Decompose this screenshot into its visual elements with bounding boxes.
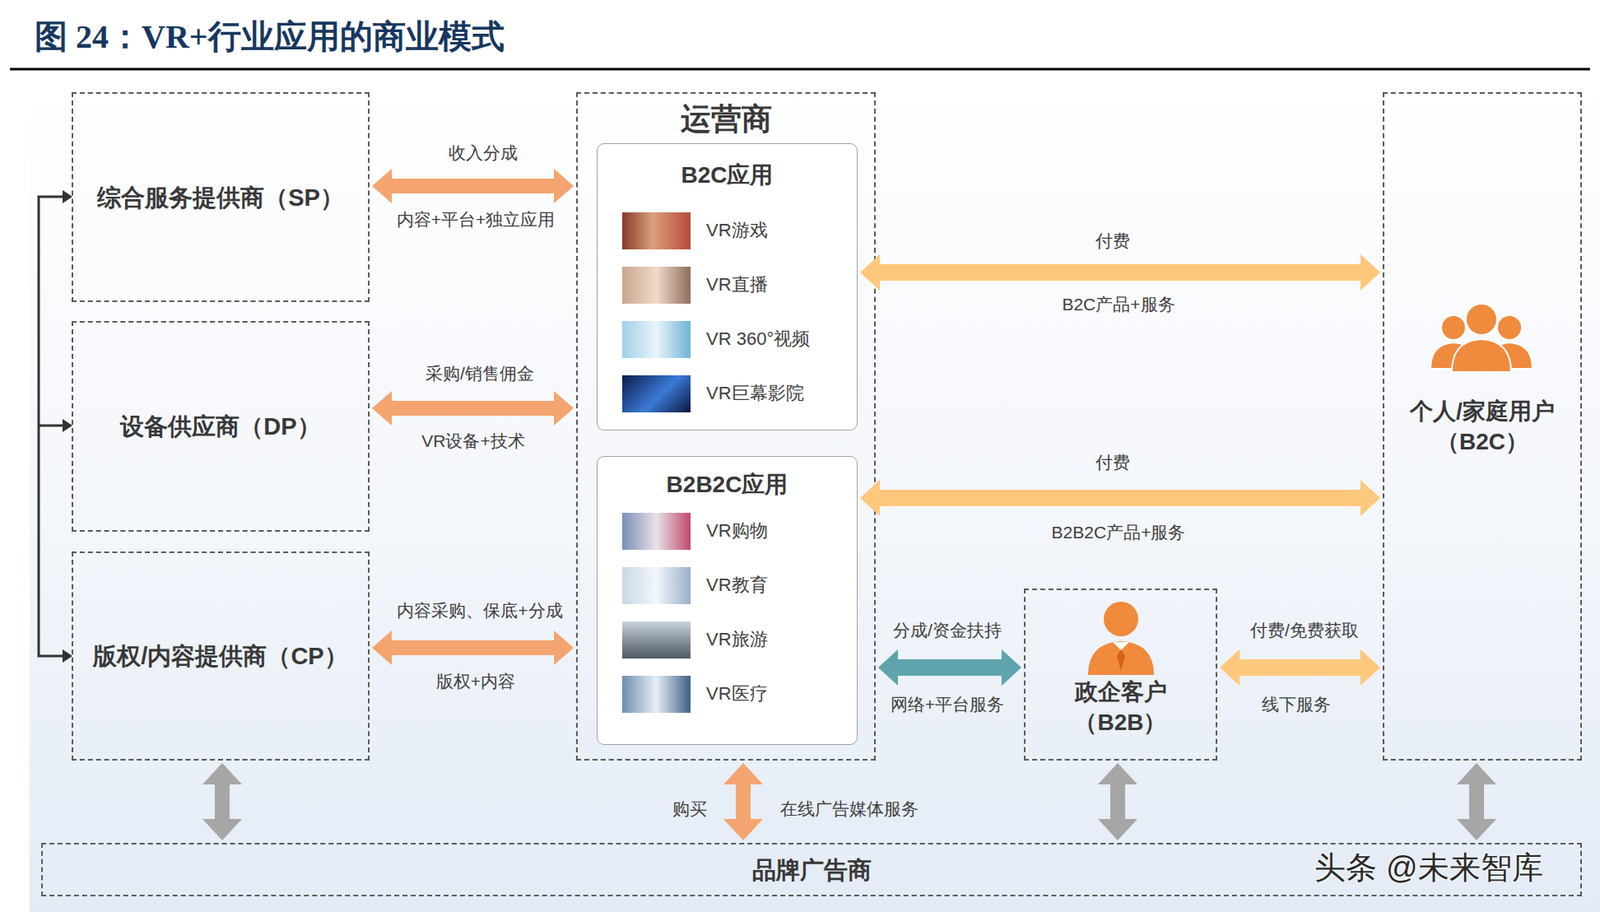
item-row: VR教育 [597,558,857,613]
connector-label: 收入分成 [448,141,518,165]
thumbnail-image [622,212,691,250]
left-bracket [38,190,73,663]
flow-label: 线下服务 [1261,693,1331,717]
item-label: VR购物 [706,518,768,544]
thumbnail-image [622,320,691,359]
thumbnail-image [622,375,691,413]
item-row: VR 360°视频 [597,311,857,367]
box-heading: B2C应用 [597,144,857,192]
node-label: 个人/家庭用户 （B2C） [1400,395,1565,457]
connector-label: 采购/销售佣金 [425,362,535,386]
participant-box: 综合服务提供商（SP） [71,92,370,303]
figure-title: 图 24：VR+行业应用的商业模式 [34,16,505,58]
node-label: 设备供应商（DP） [120,410,321,442]
double-arrow [860,254,1381,291]
double-arrow [878,649,1022,686]
item-label: VR旅游 [706,627,768,652]
connector-label: 付费 [1095,451,1131,475]
box-heading: B2B2C应用 [597,456,857,502]
item-label: VR教育 [706,572,768,598]
connector-label: 分成/资金扶持 [893,618,1002,642]
group-heading: 运营商 [680,100,773,139]
item-row: VR旅游 [597,612,857,667]
connector-label: 购买 [672,797,707,821]
flow-label: 在线广告媒体服务 [780,797,919,821]
people-icon [1430,303,1533,373]
double-arrow [723,762,763,841]
flow-label: B2B2C产品+服务 [1051,520,1187,545]
double-arrow [1097,762,1138,841]
thumbnail-image [622,567,691,605]
connector-label: 付费/免费获取 [1250,618,1359,642]
flow-label: B2C产品+服务 [1061,293,1175,317]
double-arrow [1456,762,1497,841]
double-arrow [372,630,574,666]
double-arrow [860,479,1381,517]
background-panel [29,74,1600,912]
node-label: 版权/内容提供商（CP） [93,640,348,672]
flow-label: VR设备+技术 [421,429,525,453]
flow-label: 内容+平台+独立应用 [396,208,556,232]
item-row: VR购物 [597,503,857,559]
item-row: VR巨幕影院 [597,366,857,421]
participant-box: 政企客户 （B2B） [1023,588,1218,761]
node-label: 综合服务提供商（SP） [97,181,345,214]
application-box: B2C应用 VR游戏 VR直播 VR 360°视频 VR巨幕影院 [596,143,858,431]
item-label: VR巨幕影院 [706,381,805,406]
participant-box: 品牌广告商 [41,842,1582,897]
thumbnail-image [622,266,691,304]
flow-label: 版权+内容 [436,669,516,694]
thumbnail-image [622,621,691,659]
item-row: VR直播 [597,257,857,312]
participant-box: 个人/家庭用户 （B2C） [1382,92,1582,761]
watermark: 头条 @未来智库 [1314,846,1543,889]
participant-box: 版权/内容提供商（CP） [71,551,370,761]
item-label: VR直播 [706,272,768,298]
connector-label: 付费 [1095,229,1131,253]
person-icon [1088,601,1154,675]
participant-box: 运营商 B2C应用 VR游戏 VR直播 VR 360°视频 VR巨幕影院 B2B2C应用 VR… [576,92,876,761]
title-rule [9,68,1591,71]
item-row: VR游戏 [597,203,857,258]
connector-label: 内容采购、保底+分成 [396,599,563,623]
item-label: VR医疗 [706,681,768,707]
double-arrow [1219,649,1381,686]
double-arrow [202,762,242,841]
double-arrow [372,168,574,204]
thumbnail-image [622,512,691,550]
node-label: 品牌广告商 [752,854,872,886]
flow-label: 网络+平台服务 [890,693,1005,717]
item-label: VR 360°视频 [706,326,810,352]
title-area: 图 24：VR+行业应用的商业模式 [34,16,505,58]
double-arrow [372,390,574,426]
node-label: 政企客户 （B2B） [1055,676,1187,738]
application-box: B2B2C应用 VR购物 VR教育 VR旅游 VR医疗 [596,455,858,745]
item-row: VR医疗 [597,666,857,721]
participant-box: 设备供应商（DP） [71,320,370,532]
thumbnail-image [622,675,691,713]
item-label: VR游戏 [706,218,768,243]
